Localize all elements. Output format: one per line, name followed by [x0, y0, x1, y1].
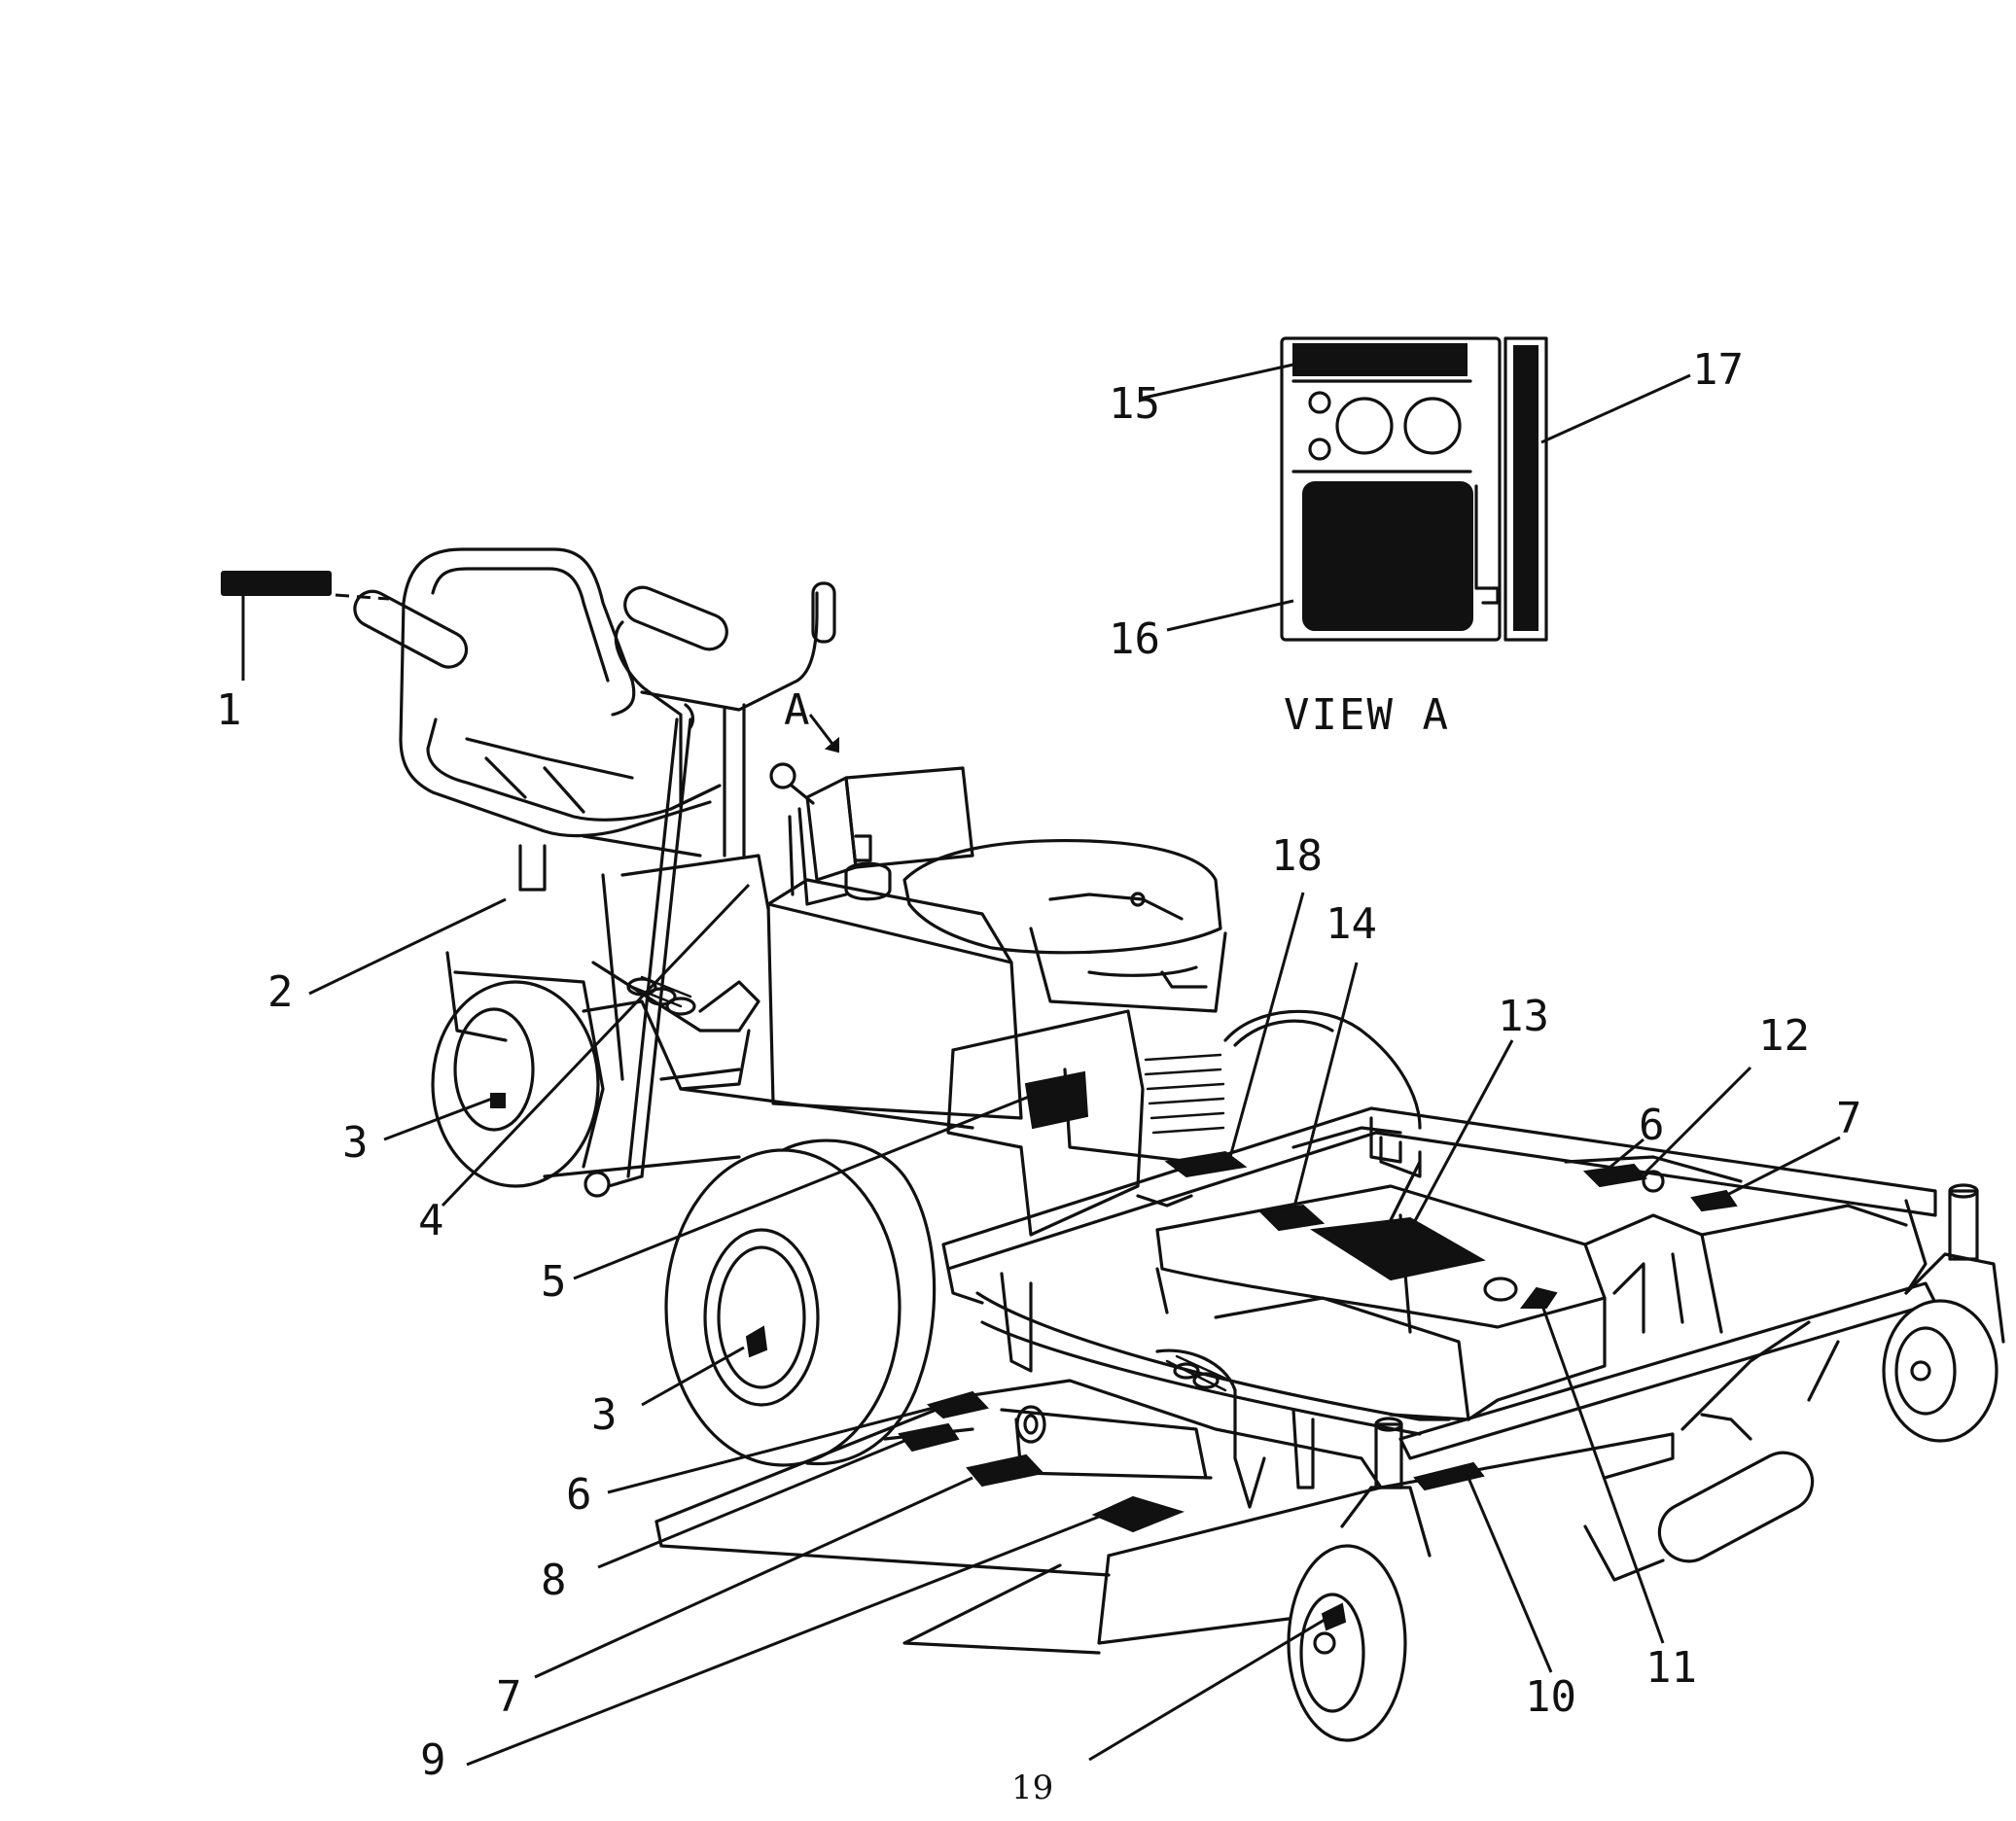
left-rear-wheel	[431, 951, 605, 1188]
decal-16	[1302, 481, 1473, 631]
callout-5: 5	[541, 1257, 567, 1307]
deck-right-side	[1379, 1320, 1840, 1582]
callout-13: 13	[1498, 992, 1549, 1041]
callout-7-right: 7	[1836, 1094, 1862, 1143]
decal-11-arrow	[1520, 1286, 1558, 1309]
callout-19: 19	[1011, 1768, 1053, 1807]
callout-15: 15	[1109, 379, 1160, 429]
callout-labels: 1 2 3 4 5 3 6 8 7 9 18 14 13 6 12 7 10 1…	[216, 345, 1862, 1807]
left-front-wheel	[664, 1138, 937, 1467]
decal-6-right	[1582, 1163, 1647, 1188]
callout-8: 8	[541, 1556, 567, 1605]
decal-17	[1513, 345, 1539, 631]
callout-17: 17	[1692, 345, 1744, 395]
decal-10	[1413, 1461, 1485, 1491]
callout-18: 18	[1271, 831, 1323, 881]
callout-10: 10	[1525, 1672, 1576, 1722]
callout-3-front: 3	[591, 1390, 618, 1440]
right-rear-wheel	[1223, 1009, 1422, 1130]
callout-14: 14	[1326, 899, 1377, 949]
deck-frame	[941, 1106, 1937, 1460]
callout-12: 12	[1758, 1011, 1810, 1061]
callout-6-left: 6	[566, 1470, 592, 1520]
callout-6-right: 6	[1639, 1101, 1665, 1150]
callout-16: 16	[1109, 614, 1160, 664]
left-frame	[543, 703, 1193, 1198]
control-tower	[601, 762, 1023, 1120]
callout-9: 9	[420, 1735, 446, 1785]
caster-wheel-left	[1287, 1417, 1432, 1742]
callout-11: 11	[1645, 1643, 1697, 1693]
view-a-panel	[1280, 336, 1548, 642]
decal-15	[1292, 343, 1468, 376]
caster-wheel-right	[1882, 1183, 2005, 1443]
leader-lines	[241, 363, 1841, 1767]
view-a-marker: A	[784, 685, 810, 735]
decal-14	[1256, 1204, 1326, 1232]
decal-13	[1310, 1216, 1486, 1281]
callout-4: 4	[418, 1196, 444, 1245]
callout-2: 2	[267, 967, 294, 1017]
seat-assembly	[221, 547, 836, 892]
view-a-title: VIEW A	[1284, 690, 1450, 740]
decal-3-rear	[490, 1093, 506, 1108]
decal-7-left	[966, 1453, 1044, 1488]
decal-6-left	[926, 1390, 989, 1419]
engine	[902, 839, 1227, 1237]
decal-19	[1321, 1602, 1347, 1631]
callout-3-rear: 3	[342, 1118, 369, 1168]
decal-9	[1091, 1495, 1185, 1533]
decal-1	[221, 571, 332, 596]
callout-7-left: 7	[496, 1672, 522, 1722]
decal-5	[1024, 1070, 1089, 1130]
deck-housing	[1155, 1150, 1908, 1421]
callout-1: 1	[216, 685, 242, 735]
decal-8	[898, 1422, 960, 1453]
decal-3-front	[745, 1325, 768, 1358]
decal-18	[1164, 1150, 1248, 1178]
